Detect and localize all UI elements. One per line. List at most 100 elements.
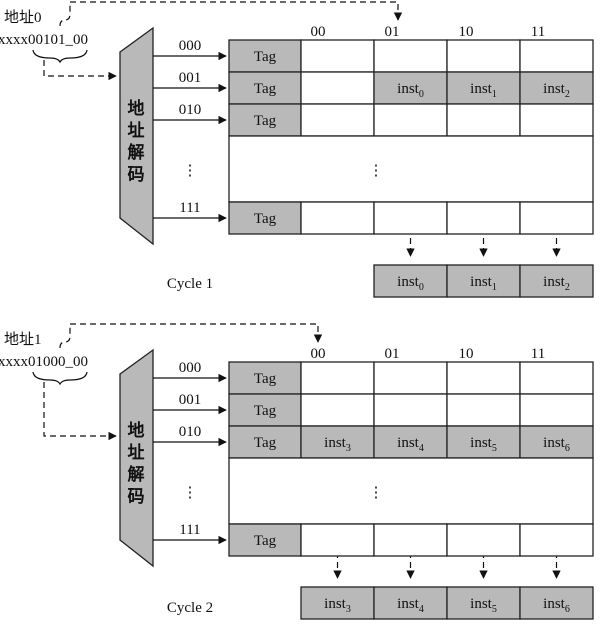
decoder-char: 解 <box>128 464 145 484</box>
data-cell <box>373 523 448 557</box>
inst-label: inst3 <box>324 435 351 454</box>
inst-label: inst0 <box>397 81 424 100</box>
decoder-char: 址 <box>128 443 145 462</box>
row-index-label: 111 <box>179 200 200 216</box>
data-cell <box>300 39 375 73</box>
output-inst-label: inst1 <box>470 274 497 293</box>
inst-cell <box>373 425 448 459</box>
row-index-label: 010 <box>179 102 202 118</box>
output-inst-label: inst2 <box>543 274 570 293</box>
data-cell <box>446 361 521 395</box>
column-header: 00 <box>311 24 326 40</box>
data-cell <box>373 103 448 137</box>
data-cell <box>300 201 375 235</box>
data-cell <box>446 201 521 235</box>
decoder-char: 解 <box>128 142 145 162</box>
data-cell <box>373 393 448 427</box>
cycle-label: Cycle 1 <box>167 276 213 292</box>
data-cell <box>519 523 594 557</box>
data-cell <box>373 361 448 395</box>
tag-label: Tag <box>254 49 277 65</box>
index-select-arrow <box>43 382 117 441</box>
tag-label: Tag <box>254 211 277 227</box>
decoder-char: 码 <box>128 165 145 184</box>
data-cell <box>300 361 375 395</box>
index-brace <box>32 371 88 386</box>
inst-cell <box>519 71 594 105</box>
table-ellipsis: ⋮ <box>369 163 384 179</box>
row-index-label: 001 <box>179 392 202 408</box>
table-gap-row <box>228 135 594 203</box>
address-label: 地址1 <box>4 331 42 348</box>
row-index-label: 000 <box>179 38 202 54</box>
tag-label: Tag <box>254 371 277 387</box>
tag-cell <box>228 361 302 395</box>
output-inst-label: inst3 <box>324 596 351 615</box>
address-label: 地址0 <box>4 9 42 26</box>
output-inst-label: inst0 <box>397 274 424 293</box>
inst-label: inst2 <box>543 81 570 100</box>
output-cell <box>446 586 521 620</box>
offset-connector <box>59 324 71 349</box>
tag-cell <box>228 201 302 235</box>
row-index-label: 001 <box>179 70 202 86</box>
inst-label: inst4 <box>397 435 424 454</box>
row-index-label: 111 <box>179 522 200 538</box>
column-header: 01 <box>385 346 400 362</box>
decoder-char: 地 <box>128 98 145 118</box>
column-select-arrow <box>70 1 403 21</box>
data-cell <box>519 361 594 395</box>
output-cell <box>373 586 448 620</box>
data-cell <box>300 103 375 137</box>
tag-label: Tag <box>254 81 277 97</box>
address-decoder <box>119 348 154 568</box>
data-cell <box>446 39 521 73</box>
inst-label: inst1 <box>470 81 497 100</box>
row-ellipsis: ⋮ <box>183 485 198 501</box>
output-cell <box>519 586 594 620</box>
inst-cell <box>519 425 594 459</box>
decoder-char: 址 <box>128 121 145 140</box>
row-index-label: 000 <box>179 360 202 376</box>
data-cell <box>446 103 521 137</box>
row-index-label: 010 <box>179 424 202 440</box>
inst-cell <box>373 71 448 105</box>
row-ellipsis: ⋮ <box>183 163 198 179</box>
tag-label: Tag <box>254 435 277 451</box>
data-cell <box>519 201 594 235</box>
data-cell <box>300 523 375 557</box>
index-brace <box>32 49 88 64</box>
decoder-char: 地 <box>128 420 145 440</box>
decoder-char: 码 <box>128 487 145 506</box>
tag-cell <box>228 393 302 427</box>
data-cell <box>300 71 375 105</box>
tag-label: Tag <box>254 403 277 419</box>
column-header: 10 <box>459 346 474 362</box>
column-header: 11 <box>531 346 545 362</box>
table-gap-row <box>228 457 594 525</box>
inst-label: inst6 <box>543 435 570 454</box>
data-cell <box>446 523 521 557</box>
column-header: 00 <box>311 346 326 362</box>
column-header: 01 <box>385 24 400 40</box>
index-select-arrow <box>43 60 117 81</box>
tag-label: Tag <box>254 533 277 549</box>
output-cell <box>519 264 594 298</box>
data-cell <box>519 39 594 73</box>
data-cell <box>373 201 448 235</box>
data-cell <box>446 393 521 427</box>
output-inst-label: inst6 <box>543 596 570 615</box>
column-select-arrow <box>70 323 323 343</box>
tag-label: Tag <box>254 113 277 129</box>
inst-label: inst5 <box>470 435 497 454</box>
tag-cell <box>228 425 302 459</box>
address-decoder <box>119 26 154 246</box>
output-cell <box>446 264 521 298</box>
output-inst-label: inst4 <box>397 596 424 615</box>
output-inst-label: inst5 <box>470 596 497 615</box>
output-cell <box>300 586 375 620</box>
offset-connector <box>59 2 71 27</box>
tag-cell <box>228 71 302 105</box>
